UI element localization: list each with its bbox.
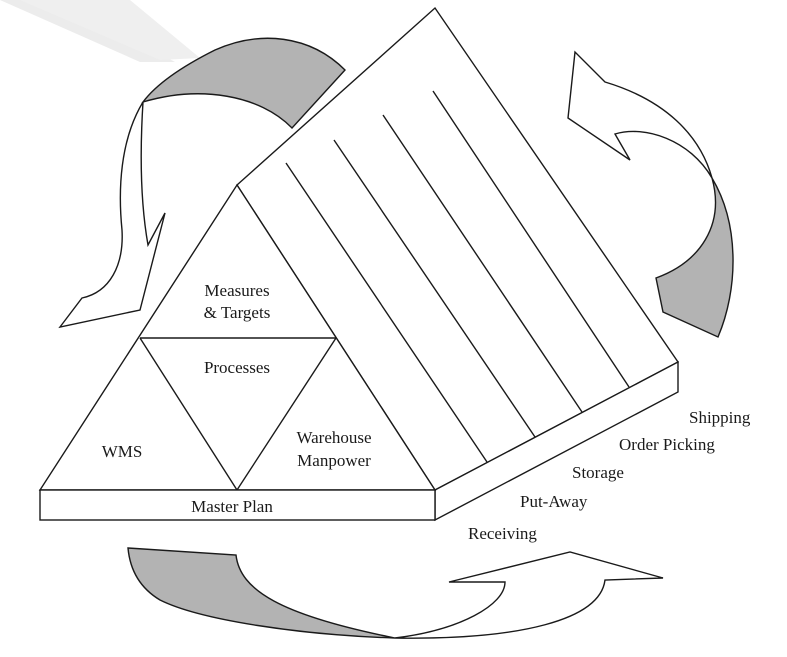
roof-stripe-lines	[285, 90, 630, 463]
pyramid-top-label-line2: & Targets	[204, 303, 271, 322]
pyramid-inner-left	[139, 337, 238, 491]
cycle-arrow-bottom-body	[394, 551, 664, 639]
flow-step-storage: Storage	[572, 463, 624, 482]
cycle-arrow-top-right	[567, 50, 734, 338]
cycle-arrow-top-left-body	[58, 101, 166, 329]
stripe-line	[285, 162, 488, 463]
stripe-line	[432, 90, 630, 388]
cycle-arrow-bottom-shade	[127, 547, 396, 639]
flow-step-order-picking: Order Picking	[619, 435, 715, 454]
pyramid-middle-label: Processes	[204, 358, 270, 377]
cycle-arrow-top-right-shade	[655, 177, 734, 338]
base-label: Master Plan	[191, 497, 273, 516]
cycle-arrow-top-right-body	[567, 50, 713, 179]
flow-step-shipping: Shipping	[689, 408, 751, 427]
pyramid-left-label: WMS	[102, 442, 143, 461]
pyramid-top-label-line1: Measures	[204, 281, 269, 300]
flow-step-receiving: Receiving	[468, 524, 537, 543]
master-plan-base	[39, 489, 436, 521]
pyramid-inner-right	[236, 337, 337, 491]
pyramid-right-label-line2: Manpower	[297, 451, 371, 470]
flow-step-put-away: Put-Away	[520, 492, 588, 511]
cycle-arrow-top-left	[58, 37, 346, 329]
cycle-arrow-top-left-shade	[141, 37, 346, 130]
pyramid-right-label-line1: Warehouse	[296, 428, 371, 447]
stripe-line	[382, 114, 583, 413]
watermark-band-stripe	[20, 0, 200, 60]
stripe-line	[333, 139, 536, 438]
cycle-arrow-bottom	[127, 547, 664, 639]
